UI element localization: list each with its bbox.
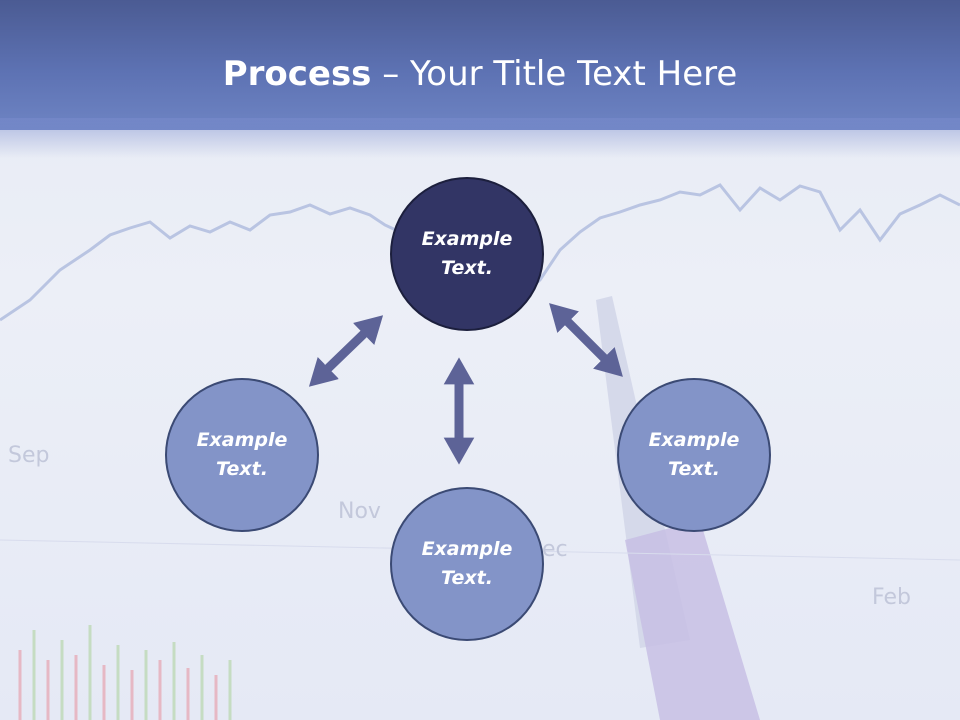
node-left: Example Text.: [165, 378, 319, 532]
node-top: Example Text.: [390, 177, 544, 331]
slide-title-rest: – Your Title Text Here: [371, 54, 738, 94]
slide-title: Process – Your Title Text Here: [0, 52, 960, 96]
background-axis-label-sep: Sep: [8, 443, 49, 468]
background-axis-label-feb: Feb: [872, 585, 911, 610]
node-right-text: Example Text.: [648, 429, 740, 480]
title-bar: [0, 0, 960, 130]
node-bottom-text: Example Text.: [421, 538, 513, 589]
node-top-text: Example Text.: [421, 228, 513, 279]
background-axis-label-nov: Nov: [338, 499, 381, 524]
node-bottom: Example Text.: [390, 487, 544, 641]
title-bar-fade: [0, 118, 960, 158]
node-right: Example Text.: [617, 378, 771, 532]
double-arrow-top-left: [308, 315, 384, 387]
node-left-text: Example Text.: [196, 429, 288, 480]
background-volume-bars: [18, 625, 232, 720]
double-arrow-top-right: [549, 303, 623, 377]
slide-title-bold: Process: [222, 54, 372, 94]
